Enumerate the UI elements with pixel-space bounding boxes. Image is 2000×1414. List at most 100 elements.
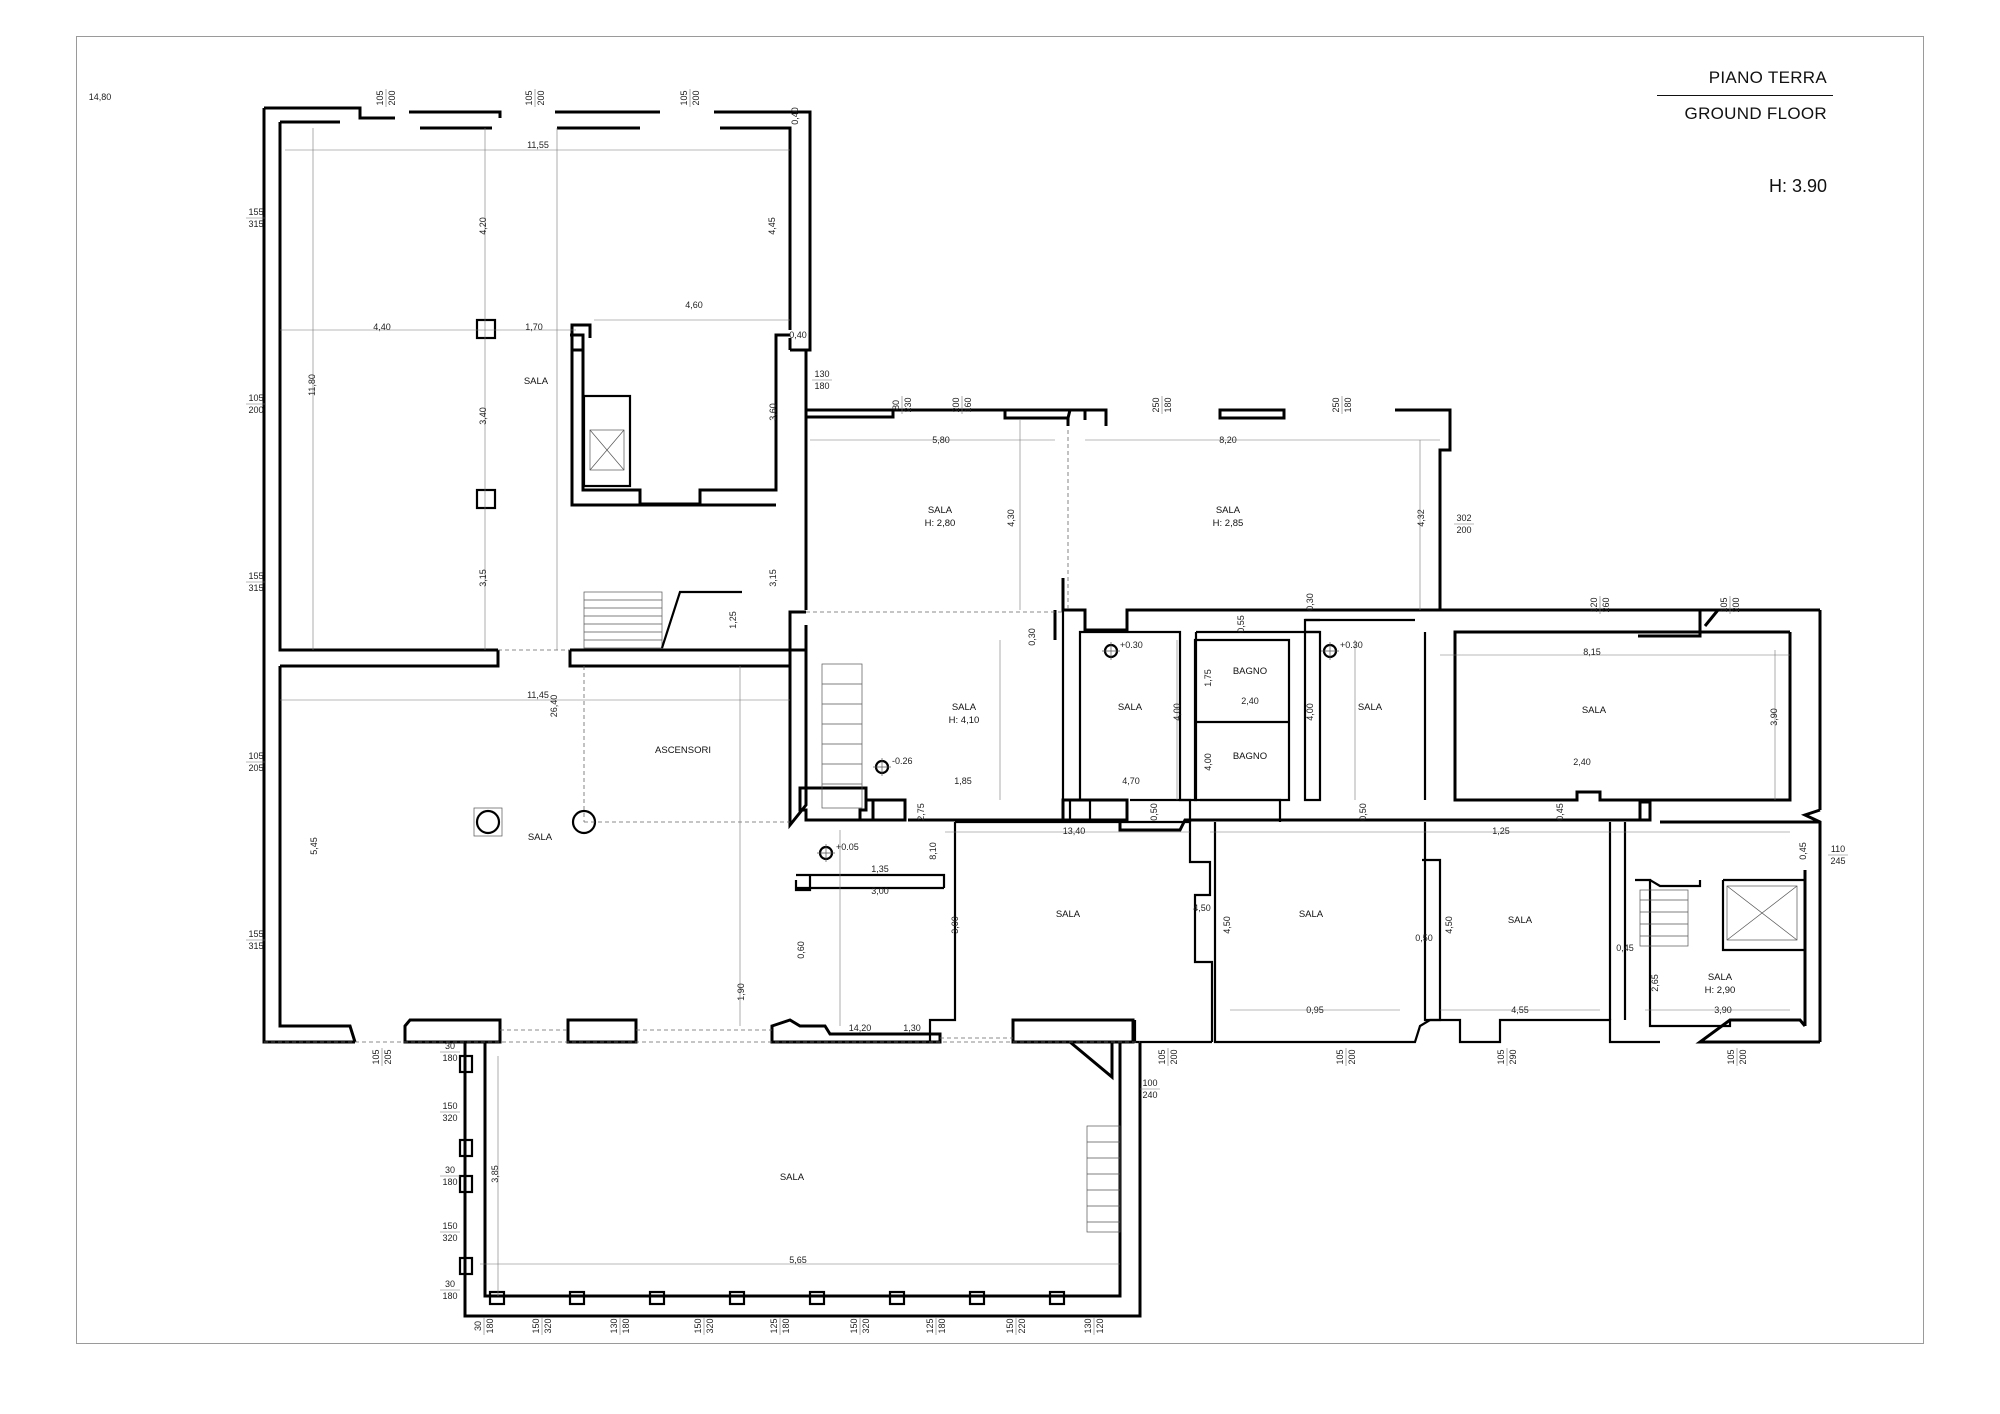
opening-height: 180 xyxy=(814,381,829,391)
opening-width: 150 xyxy=(442,1101,457,1111)
room-height: H: 2,85 xyxy=(1213,518,1244,529)
opening-width: 105 xyxy=(1726,1049,1736,1064)
room-label: ASCENSORI xyxy=(655,745,711,756)
dimension-label: 1,75 xyxy=(1203,669,1213,687)
opening-height: 200 xyxy=(248,405,263,415)
room-label: SALA xyxy=(1216,505,1241,516)
opening-width: 155 xyxy=(248,929,263,939)
opening-height: 315 xyxy=(248,219,263,229)
opening-width: 130 xyxy=(609,1318,619,1333)
room-label: SALA xyxy=(1508,915,1533,926)
dimension-label: 3,00 xyxy=(950,916,960,934)
opening-height: 180 xyxy=(442,1053,457,1063)
room-label: BAGNO xyxy=(1233,751,1267,762)
dimension-label: 0,50 xyxy=(1149,803,1159,821)
dimension-label: 0,30 xyxy=(1305,593,1315,611)
room-label: SALA xyxy=(952,702,977,713)
dimension-label: 4,50 xyxy=(1193,903,1211,913)
opening-height: 320 xyxy=(861,1318,871,1333)
dimension-label: 3,90 xyxy=(1769,708,1779,726)
level-marker: +0.30 xyxy=(1102,640,1143,660)
room-label: SALA xyxy=(1582,705,1607,716)
dimension-label: 3,85 xyxy=(490,1165,500,1183)
dimension-label: 4,45 xyxy=(767,217,777,235)
opening-height: 200 xyxy=(691,90,701,105)
dimension-label: 0,60 xyxy=(796,941,806,959)
room-labels: SALA SALA ASCENSORI SALA H: 2,80 SALA H:… xyxy=(524,376,1735,1183)
opening-width: 150 xyxy=(442,1221,457,1231)
dimension-label: 1,30 xyxy=(903,1023,921,1033)
walls xyxy=(262,106,1822,1318)
opening-width: 105 xyxy=(1335,1049,1345,1064)
dimension-label: 26,40 xyxy=(549,695,559,718)
dimension-label: 0,50 xyxy=(1358,803,1368,821)
opening-width: 30 xyxy=(473,1321,483,1331)
dimension-label: 4,00 xyxy=(1203,753,1213,771)
opening-height: 260 xyxy=(1601,597,1611,612)
opening-height: 180 xyxy=(937,1318,947,1333)
opening-width: 130 xyxy=(1083,1318,1093,1333)
dimension-label: 0,55 xyxy=(1236,615,1246,633)
opening-width: 105 xyxy=(375,90,385,105)
opening-height: 200 xyxy=(1347,1049,1357,1064)
dimension-label: 8,20 xyxy=(1219,435,1237,445)
title-piano-terra: PIANO TERRA xyxy=(1708,68,1827,87)
opening-width: 302 xyxy=(1456,513,1471,523)
opening-height: 320 xyxy=(442,1233,457,1243)
dimension-label: 4,20 xyxy=(478,217,488,235)
opening-width: 100 xyxy=(1142,1078,1157,1088)
dimension-label: 2,40 xyxy=(1573,757,1591,767)
opening-height: 230 xyxy=(903,397,913,412)
dimension-label: 1,35 xyxy=(871,864,889,874)
dimension-label: 8,15 xyxy=(1583,647,1601,657)
opening-height: 205 xyxy=(383,1049,393,1064)
opening-height: 180 xyxy=(1343,397,1353,412)
opening-width: 150 xyxy=(1005,1318,1015,1333)
dimension-label: 3,15 xyxy=(478,569,488,587)
room-label: SALA xyxy=(1118,702,1143,713)
level-marker: -0.26 xyxy=(873,756,913,776)
dimension-label: 0,45 xyxy=(1555,803,1565,821)
opening-height: 240 xyxy=(1142,1090,1157,1100)
room-label: SALA xyxy=(524,376,549,387)
dimension-label: 0,45 xyxy=(1798,842,1808,860)
opening-width: 150 xyxy=(531,1318,541,1333)
level-markers: +0.30 +0.30 -0.26 +0.05 xyxy=(817,640,1363,862)
dimension-label: 1,25 xyxy=(1492,826,1510,836)
opening-width: 30 xyxy=(445,1279,455,1289)
level-value: -0.26 xyxy=(892,756,913,766)
opening-height: 180 xyxy=(442,1177,457,1187)
room-label: SALA xyxy=(1056,909,1081,920)
opening-height: 180 xyxy=(1163,397,1173,412)
opening-height: 200 xyxy=(1169,1049,1179,1064)
dimension-label: 3,60 xyxy=(768,403,778,421)
opening-width: 125 xyxy=(769,1318,779,1333)
opening-width: 125 xyxy=(925,1318,935,1333)
room-label: SALA xyxy=(1708,972,1733,983)
room-label: SALA xyxy=(1358,702,1383,713)
dimension-label: 3,00 xyxy=(871,886,889,896)
opening-height: 245 xyxy=(1830,856,1845,866)
dimension-label: 14,80 xyxy=(89,92,112,102)
dimension-label: 11,80 xyxy=(307,374,317,396)
dimension-label: 1,85 xyxy=(954,776,972,786)
